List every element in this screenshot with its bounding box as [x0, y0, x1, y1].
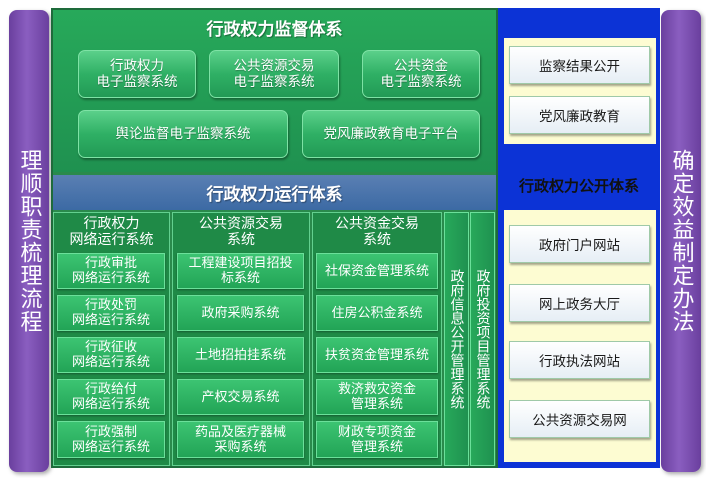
button-label: 住房公积金系统	[331, 305, 423, 321]
project-bidding-system[interactable]: 工程建设项目招投 标系统	[177, 253, 304, 289]
law-enforcement-site-button[interactable]: 行政执法网站	[509, 341, 650, 379]
button-label: 行政执法网站	[539, 354, 620, 370]
head-line-2: 网络运行系统	[69, 232, 154, 248]
column-head-admin: 行政权力 网络运行系统	[53, 214, 170, 250]
government-portal-button[interactable]: 政府门户网站	[509, 225, 650, 263]
operation-title: 行政权力运行体系	[53, 175, 496, 210]
admin-approval-system[interactable]: 行政审批 网络运行系统	[57, 253, 165, 289]
label-line-2: 网络运行系统	[71, 397, 150, 412]
button-label: 网上政务大厅	[539, 297, 620, 313]
poverty-fund-system[interactable]: 扶贫资金管理系统	[316, 337, 438, 373]
supervision-opinion-button[interactable]: 舆论监督电子监察系统	[78, 110, 288, 158]
button-label: 政府门户网站	[539, 238, 620, 254]
supervision-party-education-button[interactable]: 党风廉政教育电子平台	[302, 110, 480, 158]
relief-fund-system[interactable]: 救济救灾资金 管理系统	[316, 379, 438, 415]
button-label: 产权交易系统	[201, 389, 280, 405]
button-label: 党风廉政教育电子平台	[323, 126, 459, 142]
head-line-1: 公共资源交易	[199, 216, 283, 232]
button-label: 监察结果公开	[539, 59, 620, 75]
medicine-procurement-system[interactable]: 药品及医疗器械 采购系统	[177, 421, 304, 458]
label-line-1: 救济救灾资金	[337, 382, 416, 397]
label-line-1: 行政权力	[110, 58, 164, 74]
button-label: 社保资金管理系统	[324, 263, 429, 279]
column-head-fund: 公共资金交易 系统	[312, 214, 442, 250]
label-line-2: 网络运行系统	[71, 271, 150, 286]
button-label: 舆论监督电子监察系统	[115, 126, 251, 142]
right-pillar: 确定效益 制定办法	[661, 10, 701, 472]
label-line-1: 行政给付	[84, 382, 137, 397]
head-line-2: 系统	[363, 232, 391, 248]
label-line-2: 采购系统	[214, 439, 267, 455]
label-line-2: 网络运行系统	[71, 355, 150, 370]
button-label: 政府采购系统	[201, 305, 280, 321]
property-trading-system[interactable]: 产权交易系统	[177, 379, 304, 415]
label-line-2: 管理系统	[350, 397, 403, 412]
party-integrity-education-button[interactable]: 党风廉政教育	[509, 96, 650, 134]
public-resource-trading-site-button[interactable]: 公共资源交易网	[509, 400, 650, 438]
admin-levy-system[interactable]: 行政征收 网络运行系统	[57, 337, 165, 373]
label-line-1: 工程建设项目招投	[188, 256, 293, 271]
label-line-2: 电子监察系统	[96, 74, 178, 90]
button-label: 党风廉政教育	[539, 109, 620, 125]
label-line-2: 网络运行系统	[71, 439, 150, 455]
button-label: 扶贫资金管理系统	[324, 347, 429, 363]
label-line-1: 行政审批	[84, 256, 137, 271]
right-pillar-text-2: 制定办法	[668, 241, 694, 333]
label-line-1: 行政征收	[84, 340, 137, 355]
gov-investment-project-system[interactable]: 政府投资项目管理系统	[470, 212, 495, 466]
label-line-2: 网络运行系统	[71, 313, 150, 328]
left-pillar-text-1: 理顺职责	[16, 149, 42, 241]
label-line-1: 行政强制	[84, 424, 137, 440]
label-line-1: 公共资金	[394, 58, 448, 74]
vertical-label: 政府投资项目管理系统	[474, 269, 491, 409]
supervision-public-fund-button[interactable]: 公共资金 电子监察系统	[362, 50, 480, 98]
left-pillar-text-2: 梳理流程	[16, 241, 42, 333]
label-line-2: 电子监察系统	[233, 74, 315, 90]
government-procurement-system[interactable]: 政府采购系统	[177, 295, 304, 331]
supervision-public-resource-button[interactable]: 公共资源交易 电子监察系统	[209, 50, 339, 98]
button-label: 土地招拍挂系统	[194, 347, 286, 363]
supervision-result-disclosure-button[interactable]: 监察结果公开	[509, 46, 650, 84]
social-security-fund-system[interactable]: 社保资金管理系统	[316, 253, 438, 289]
head-line-1: 行政权力	[83, 216, 140, 232]
gov-info-disclosure-system[interactable]: 政府信息公开管理系统	[444, 212, 469, 466]
label-line-1: 公共资源交易	[233, 58, 315, 74]
label-line-2: 管理系统	[350, 439, 403, 455]
admin-payment-system[interactable]: 行政给付 网络运行系统	[57, 379, 165, 415]
supervision-admin-power-button[interactable]: 行政权力 电子监察系统	[78, 50, 196, 98]
button-label: 公共资源交易网	[532, 413, 627, 429]
label-line-1: 药品及医疗器械	[194, 424, 286, 440]
special-fiscal-fund-system[interactable]: 财政专项资金 管理系统	[316, 421, 438, 458]
label-line-2: 电子监察系统	[380, 74, 462, 90]
admin-penalty-system[interactable]: 行政处罚 网络运行系统	[57, 295, 165, 331]
supervision-title: 行政权力监督体系	[206, 19, 343, 40]
housing-fund-system[interactable]: 住房公积金系统	[316, 295, 438, 331]
online-service-hall-button[interactable]: 网上政务大厅	[509, 284, 650, 322]
left-pillar: 理顺职责 梳理流程	[9, 10, 49, 472]
head-line-1: 公共资金交易	[335, 216, 419, 232]
label-line-1: 财政专项资金	[337, 424, 416, 440]
vertical-label: 政府信息公开管理系统	[448, 269, 465, 409]
land-auction-system[interactable]: 土地招拍挂系统	[177, 337, 304, 373]
right-pillar-text-1: 确定效益	[668, 149, 694, 241]
publicity-title: 行政权力公开体系	[518, 176, 639, 195]
column-head-resource: 公共资源交易 系统	[172, 214, 310, 250]
label-line-2: 标系统	[220, 271, 260, 286]
label-line-1: 行政处罚	[84, 298, 137, 313]
head-line-2: 系统	[227, 232, 255, 248]
admin-enforcement-system[interactable]: 行政强制 网络运行系统	[57, 421, 165, 458]
